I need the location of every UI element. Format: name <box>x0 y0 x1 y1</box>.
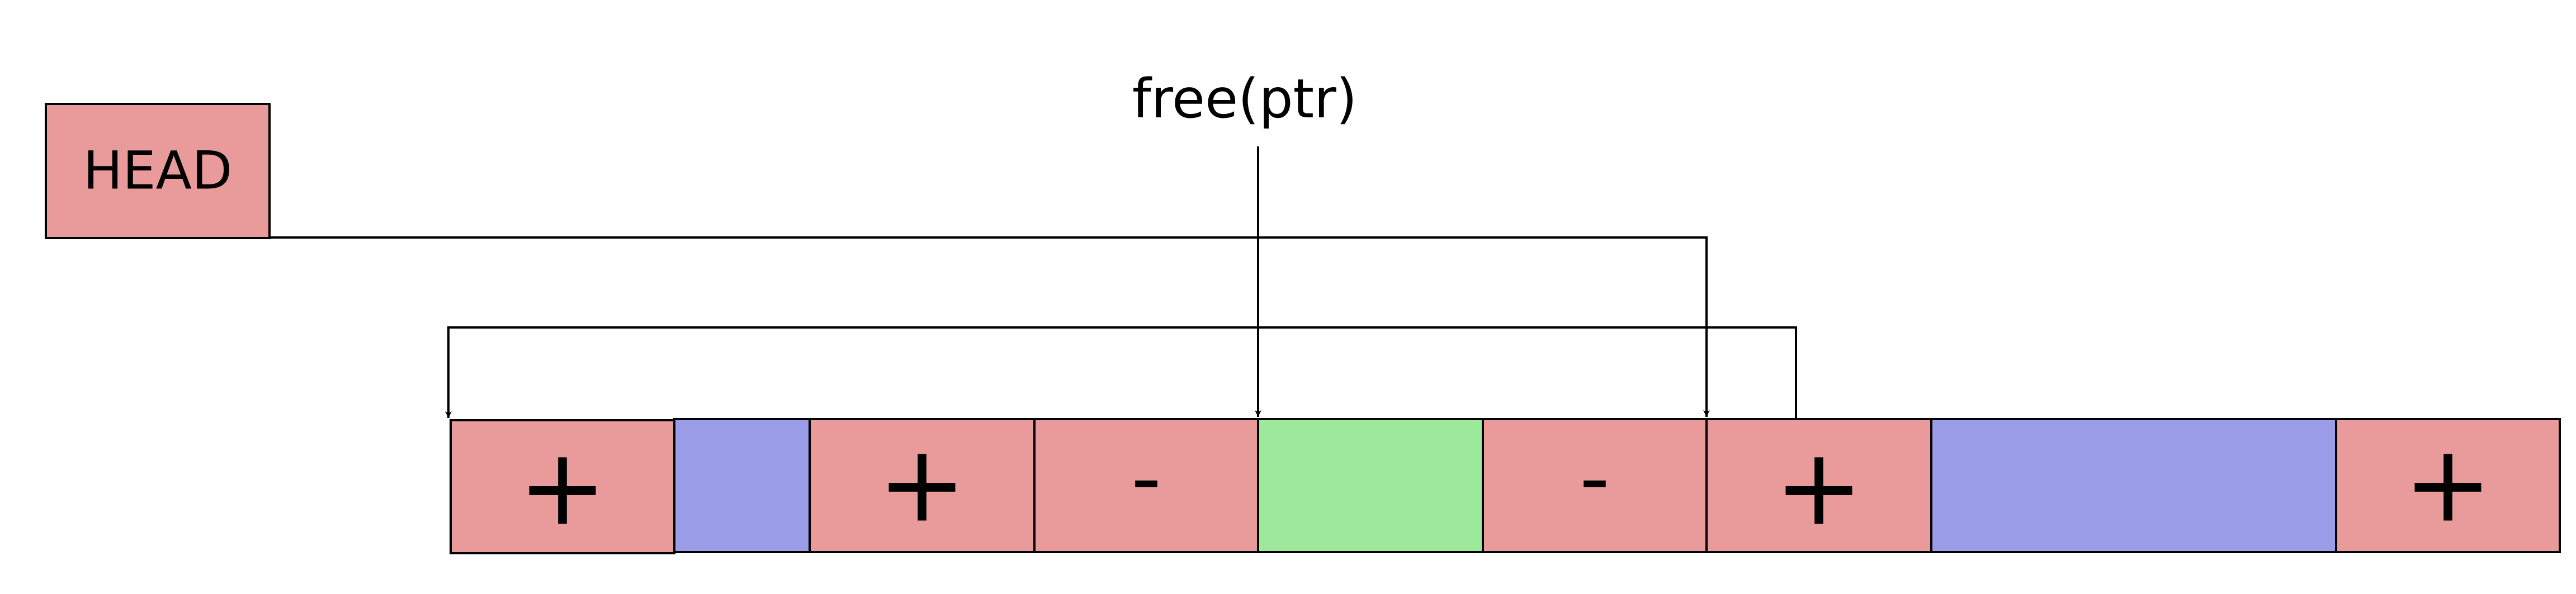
block-3-label: + <box>877 422 966 546</box>
block-5 <box>1257 418 1484 553</box>
block-1 <box>450 419 675 554</box>
block-labels: + + - - + + <box>518 422 2492 549</box>
free-call-label: free(ptr) <box>1132 68 1357 130</box>
block-4-label: - <box>1131 430 1161 527</box>
head-label: HEAD <box>83 141 233 202</box>
block-3 <box>809 418 1036 553</box>
block-8 <box>1930 418 2337 553</box>
memory-row <box>450 418 2561 554</box>
block-7 <box>1705 418 1932 553</box>
block-9 <box>2335 418 2561 553</box>
block-4 <box>1033 418 1259 553</box>
head-to-block-arrow <box>270 236 1710 417</box>
block-9-label: + <box>2403 422 2492 546</box>
block-2 <box>673 418 811 553</box>
block-link-arrow <box>445 326 1797 419</box>
block-6-label: - <box>1580 430 1610 527</box>
block-1-label: + <box>518 426 607 549</box>
block-7-label: + <box>1774 426 1863 549</box>
arrows <box>270 146 1797 419</box>
head-box-rect <box>45 103 271 239</box>
head-box: HEAD <box>45 103 271 239</box>
